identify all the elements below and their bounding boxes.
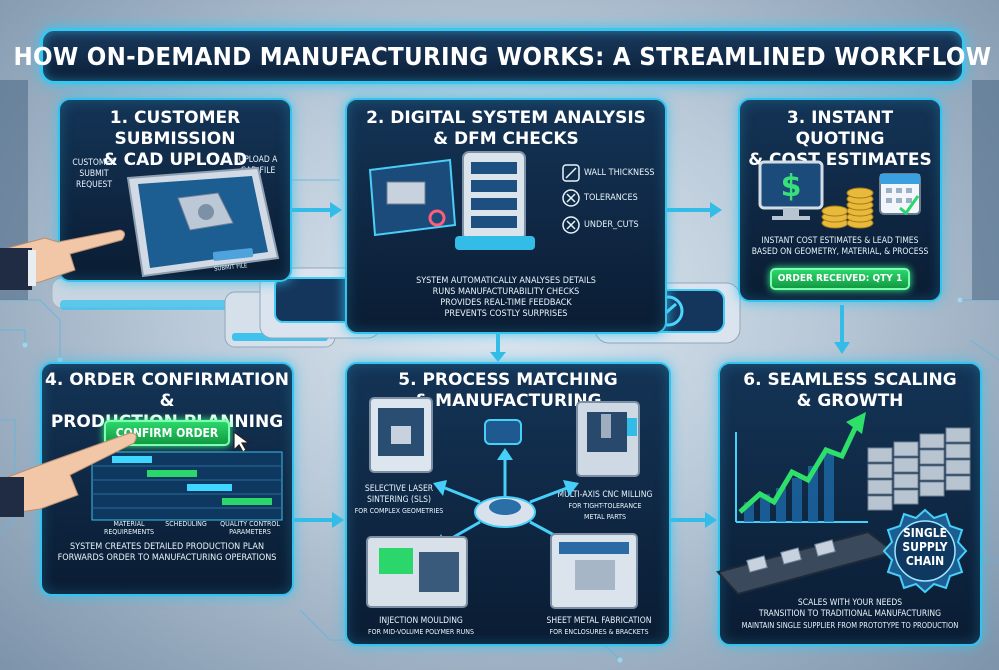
step-3-description: INSTANT COST ESTIMATES & LEAD TIMES BASE… (742, 236, 938, 258)
step-1-right-label-line-1: UPLOAD A (238, 155, 278, 165)
step-4-desc-line-2: FORWARDS ORDER TO MANUFACTURING OPERATIO… (57, 553, 277, 563)
step-2-desc-line-2: RUNS MANUFACTURABILITY CHECKS (432, 287, 580, 297)
sheet-metal-label-line-1: SHEET METAL FABRICATION (546, 616, 652, 626)
step-1-title-line-1: 1. CUSTOMER SUBMISSION (109, 108, 241, 149)
step-3-desc-line-1: INSTANT COST ESTIMATES & LEAD TIMES (761, 236, 919, 246)
check-undercuts: UNDER_CUTS (584, 220, 639, 230)
tolerance-x-icon (562, 189, 580, 207)
confirm-order-button[interactable]: CONFIRM ORDER (104, 420, 230, 446)
growth-chart-icon (716, 412, 971, 596)
title-banner: HOW ON-DEMAND MANUFACTURING WORKS: A STR… (14, 28, 991, 84)
step-1-left-label: CUSTOMER SUBMIT REQUEST (64, 158, 124, 191)
sls-label: SELECTIVE LASER SINTERING (SLS) FOR COMP… (351, 484, 447, 517)
tablet-cad-icon (126, 166, 280, 278)
step-4-title-line-1: 4. ORDER CONFIRMATION & (44, 370, 290, 411)
step-6-desc-line-2: TRANSITION TO TRADITIONAL MANUFACTURING (758, 609, 942, 619)
step-2-desc-line-4: PREVENTS COSTLY SURPRISES (444, 309, 568, 319)
sheet-metal-sublabel: FOR ENCLOSURES & BRACKETS (549, 628, 649, 636)
gantt-label-quality: QUALITY CONTROL PARAMETERS (220, 520, 280, 536)
sls-label-line-2: SINTERING (SLS) (367, 495, 431, 505)
coins-icon (821, 187, 874, 229)
sls-label-line-1: SELECTIVE LASER (364, 484, 434, 494)
cnc-label: MULTI-AXIS CNC MILLING FOR TIGHT-TOLERAN… (543, 490, 667, 523)
dfm-monitor-icon (368, 158, 457, 237)
cnc-sublabel-line-2: METAL PARTS (584, 513, 626, 521)
step-3-title-line-1: 3. INSTANT QUOTING (786, 108, 894, 149)
sheet-metal-label: SHEET METAL FABRICATION FOR ENCLOSURES &… (531, 616, 667, 638)
injection-sublabel: FOR MID-VOLUME POLYMER RUNS (368, 628, 474, 636)
step-6-desc-line-1: SCALES WITH YOUR NEEDS (797, 598, 903, 608)
step-5-title-line-2: & MANUFACTURING (414, 391, 602, 411)
gantt-chart-icon (91, 451, 283, 521)
step-2-description: SYSTEM AUTOMATICALLY ANALYSES DETAILS RU… (357, 276, 655, 320)
step-4-description: SYSTEM CREATES DETAILED PRODUCTION PLAN … (46, 542, 288, 564)
step-2-title: 2. DIGITAL SYSTEM ANALYSIS & DFM CHECKS (347, 108, 665, 150)
step-1-title-line-2: & CAD UPLOAD (102, 150, 248, 170)
server-icon (455, 151, 535, 250)
pointing-hand-2-icon (0, 432, 137, 517)
injection-label-line-1: INJECTION MOULDING (379, 616, 463, 626)
step-5-title: 5. PROCESS MATCHING & MANUFACTURING (347, 370, 669, 412)
seal-badge-text: SINGLE SUPPLY CHAIN (889, 526, 961, 568)
price-monitor-icon: $ (758, 160, 824, 220)
step-2-desc-line-3: PROVIDES REAL-TIME FEEDBACK (440, 298, 572, 308)
injection-label: INJECTION MOULDING FOR MID-VOLUME POLYME… (351, 616, 491, 638)
step-6-desc-line-3: MAINTAIN SINGLE SUPPLIER FROM PROTOTYPE … (741, 621, 959, 630)
step-1-left-label-line-1: CUSTOMER (72, 158, 116, 168)
step-5-title-line-1: 5. PROCESS MATCHING (398, 370, 618, 390)
step-6-title-line-1: 6. SEAMLESS SCALING (743, 370, 957, 390)
cnc-label-line-1: MULTI-AXIS CNC MILLING (557, 490, 653, 500)
cursor-arrow-icon (233, 430, 251, 453)
process-hub-diagram (366, 397, 640, 609)
seal-line-3: CHAIN (905, 554, 945, 568)
calendar-icon (879, 173, 921, 216)
step-2-title-line-1: 2. DIGITAL SYSTEM ANALYSIS (366, 108, 646, 128)
svg-text:$: $ (781, 169, 802, 204)
step-6-title: 6. SEAMLESS SCALING & GROWTH (720, 370, 980, 412)
step-2-desc-line-1: SYSTEM AUTOMATICALLY ANALYSES DETAILS (416, 276, 596, 286)
seal-line-2: SUPPLY (902, 540, 948, 554)
step-6-title-line-2: & GROWTH (796, 391, 904, 411)
sls-sublabel: FOR COMPLEX GEOMETRIES (354, 507, 444, 515)
cnc-sublabel-line-1: FOR TIGHT-TOLERANCE (568, 502, 642, 510)
step-1-title: 1. CUSTOMER SUBMISSION & CAD UPLOAD (60, 108, 290, 171)
undercut-x-icon (562, 216, 580, 234)
step-4-desc-line-1: SYSTEM CREATES DETAILED PRODUCTION PLAN (69, 542, 265, 552)
check-tolerances: TOLERANCES (584, 193, 638, 203)
step-2-title-line-2: & DFM CHECKS (433, 129, 579, 149)
ruler-check-icon (562, 164, 580, 182)
step-1-left-label-line-2: SUBMIT (79, 169, 109, 179)
check-wall-thickness: WALL THICKNESS (584, 168, 655, 178)
gantt-label-materials: MATERIAL REQUIREMENTS (103, 520, 155, 536)
seal-badge-icon (882, 508, 968, 594)
step-3-desc-line-2: BASED ON GEOMETRY, MATERIAL, & PROCESS (751, 247, 929, 257)
seal-line-1: SINGLE (903, 526, 947, 540)
order-received-badge: ORDER RECEIVED: QTY 1 (770, 268, 910, 290)
step-6-description: SCALES WITH YOUR NEEDS TRANSITION TO TRA… (722, 598, 978, 631)
step-1-left-label-line-3: REQUEST (75, 180, 113, 190)
gantt-label-scheduling: SCHEDULING (165, 520, 207, 528)
page-title: HOW ON-DEMAND MANUFACTURING WORKS: A STR… (13, 41, 992, 71)
pointing-hand-icon (0, 229, 126, 290)
